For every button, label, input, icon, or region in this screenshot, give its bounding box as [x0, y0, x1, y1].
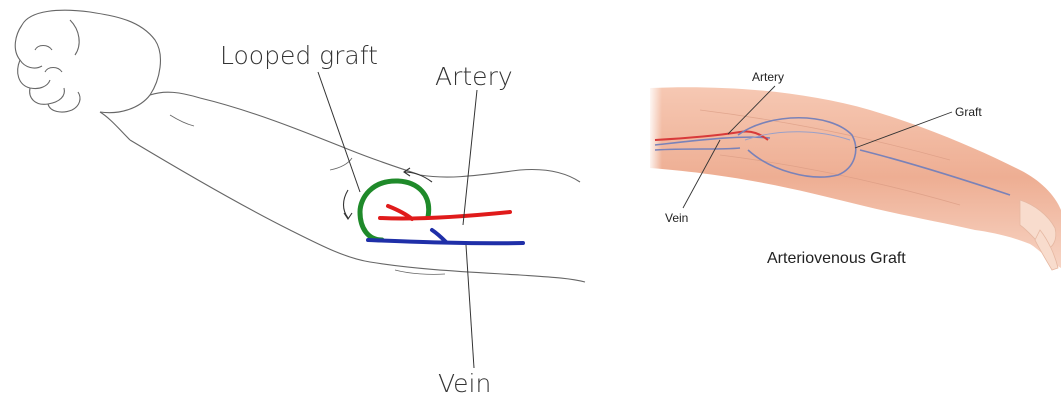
fist-outline [15, 10, 200, 140]
right-graft-label: Graft [955, 105, 982, 119]
right-diagram: Artery Graft Vein Arteriovenous Graft [650, 70, 1061, 270]
right-vein-label: Vein [665, 211, 688, 225]
looped-graft-label: Looped graft [220, 41, 378, 70]
left-vein-label: Vein [438, 369, 491, 394]
right-artery-label: Artery [752, 70, 784, 84]
left-diagram: Looped graft Artery Vein [15, 10, 585, 394]
artery-vessel [380, 206, 510, 219]
forearm-outline [130, 98, 585, 282]
flow-arrows [344, 168, 433, 219]
arteriovenous-graft-title: Arteriovenous Graft [767, 250, 906, 267]
left-artery-label: Artery [435, 62, 513, 91]
vein-vessel [368, 230, 523, 243]
